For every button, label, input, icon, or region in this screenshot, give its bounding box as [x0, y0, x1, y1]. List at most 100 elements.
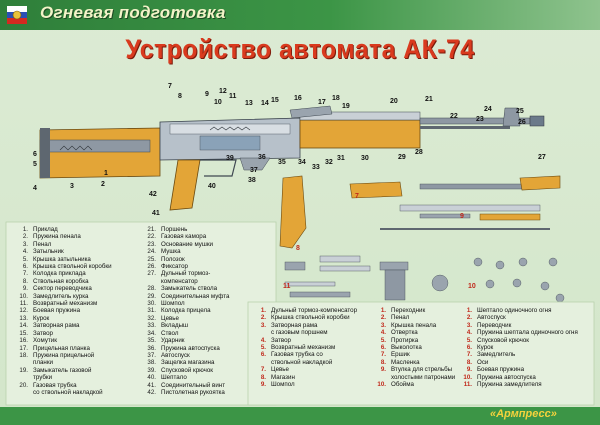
- legend-text: Пружина замедлителя: [477, 381, 542, 389]
- legend-number: [372, 374, 386, 381]
- legend-text: Цевье: [271, 366, 289, 374]
- legend-row: 32.Цевье: [142, 315, 229, 322]
- legend-text: ствольной накладкой: [271, 358, 333, 366]
- legend-text: Спусковой крючок: [477, 336, 530, 344]
- part-label-42: 42: [149, 191, 157, 198]
- legend-text: Пружина прицельной: [33, 351, 95, 359]
- legend-number: 8.: [380, 358, 386, 366]
- russian-emblem-icon: [7, 6, 27, 24]
- part-label-2: 2: [101, 181, 105, 188]
- header-bar: Огневая подготовка: [0, 0, 600, 30]
- legend-number: 3.: [22, 240, 28, 248]
- legend-row: 7. Цевье: [252, 366, 357, 373]
- legend-text: Шомпол: [161, 300, 185, 308]
- legend-number: 7.: [22, 270, 28, 278]
- butt-plate: [40, 128, 50, 178]
- legend-number: 5.: [380, 336, 386, 344]
- legend-row: 6.Выколотка: [372, 344, 455, 351]
- legend-number: [14, 374, 28, 381]
- legend-number: [252, 329, 266, 336]
- legend-number: 31.: [147, 307, 156, 315]
- legend-number: [14, 359, 28, 366]
- legend-number: 5.: [466, 336, 472, 344]
- part-label-25: 25: [516, 108, 524, 115]
- part-label-8: 8: [178, 93, 182, 100]
- legend-text: Газовая трубка со: [271, 351, 323, 359]
- part-label-41: 41: [152, 210, 160, 217]
- legend-text: Оси: [477, 358, 489, 366]
- part-label-22: 22: [450, 113, 458, 120]
- legend-number: 40.: [147, 374, 156, 382]
- legend-number: 2.: [260, 314, 266, 322]
- legend-row: с газовым поршнем: [252, 329, 357, 336]
- legend-number: 9.: [22, 285, 28, 293]
- legend-row: 3.Пенал: [14, 241, 112, 248]
- legend-text: Дульный тормоз-компенсатор: [271, 307, 358, 314]
- legend-number: 7.: [260, 366, 266, 374]
- legend-row: ствольной накладкой: [252, 359, 357, 366]
- part-label-37: 37: [250, 167, 258, 174]
- legend-row: 2.Крышка ствольной коробки: [252, 314, 357, 321]
- legend-text: Пружина шептала одиночного огня: [477, 329, 578, 337]
- legend-text: Фиксатор: [161, 263, 188, 271]
- legend-row: 3.Крышка пенала: [372, 322, 455, 329]
- legend-text: Замыкатель ствола: [161, 285, 218, 293]
- legend-text: с газовым поршнем: [271, 329, 328, 337]
- legend-row: 37.Автоспуск: [142, 352, 229, 359]
- legend-text: Протирка: [391, 336, 419, 344]
- legend-text: Автоспуск: [477, 314, 506, 322]
- legend-text: трубки: [33, 374, 53, 382]
- legend-number: 37.: [147, 351, 156, 359]
- legend-number: 13.: [19, 314, 28, 322]
- legend-row: 36.Пружина автоспуска: [142, 345, 229, 352]
- series-title: Огневая подготовка: [40, 3, 226, 22]
- legend-row: 9.Шомпол: [252, 381, 357, 388]
- legend-row: 39.Спусковой крючок: [142, 367, 229, 374]
- legend-row: 5. Спусковой крючок: [458, 337, 578, 344]
- legend-text: Пенал: [391, 314, 410, 322]
- legend-row: 5.Возвратный механизм: [252, 344, 357, 351]
- legend-number: 4.: [22, 248, 28, 256]
- part-label-36: 36: [258, 154, 266, 161]
- legend-number: 19.: [19, 366, 28, 374]
- group-label-8: 8: [296, 245, 300, 252]
- legend-row: 1.Приклад: [14, 226, 112, 233]
- legend-row: 19. Замыкатель газовой: [14, 367, 112, 374]
- legend-text: Замыкатель газовой: [33, 366, 92, 374]
- legend-text: Возвратный механизм: [33, 300, 98, 308]
- legend-number: 7.: [380, 351, 386, 359]
- legend-number: 34.: [147, 329, 156, 337]
- legend-row: 41.Соединительный винт: [142, 382, 229, 389]
- legend-text: Колодка прицела: [161, 307, 211, 315]
- part-label-12: 12: [219, 88, 227, 95]
- legend-text: Ударник: [161, 337, 185, 345]
- legend-row: 10.Пружина автоспуска: [458, 374, 578, 381]
- legend-number: 30.: [147, 300, 156, 308]
- legend-row: 4.Затыльник: [14, 248, 112, 255]
- legend-text: Затворная рама: [33, 322, 80, 330]
- legend-row: 15.Затвор: [14, 330, 112, 337]
- legend-row: 16.Хомутик: [14, 337, 112, 344]
- part-label-19: 19: [342, 103, 350, 110]
- legend-text: Сектор переводчика: [33, 285, 92, 293]
- legend-number: 5.: [260, 344, 266, 352]
- legend-row: 20.Газовая трубка: [14, 382, 112, 389]
- legend-text: Шомпол: [271, 381, 295, 389]
- legend-number: 17.: [19, 344, 28, 352]
- legend-text: Отвертка: [391, 329, 418, 337]
- page-title: Устройство автомата АК-74: [125, 34, 475, 64]
- part-label-38: 38: [248, 177, 256, 184]
- legend-text: Курок: [33, 314, 50, 322]
- legend-number: 35.: [147, 337, 156, 345]
- legend-number: 2.: [22, 233, 28, 241]
- legend-row: 35. Ударник: [142, 337, 229, 344]
- legend-number: 41.: [147, 381, 156, 389]
- legend-row: компенсатор: [142, 278, 229, 285]
- legend-row: 42.Пистолетная рукоятка: [142, 389, 229, 396]
- legend-row: 11.Возвратный механизм: [14, 300, 112, 307]
- legend-row: 6.Газовая трубка со: [252, 351, 357, 358]
- legend-row: 34.Ствол: [142, 330, 229, 337]
- legend-row: 26.Фиксатор: [142, 263, 229, 270]
